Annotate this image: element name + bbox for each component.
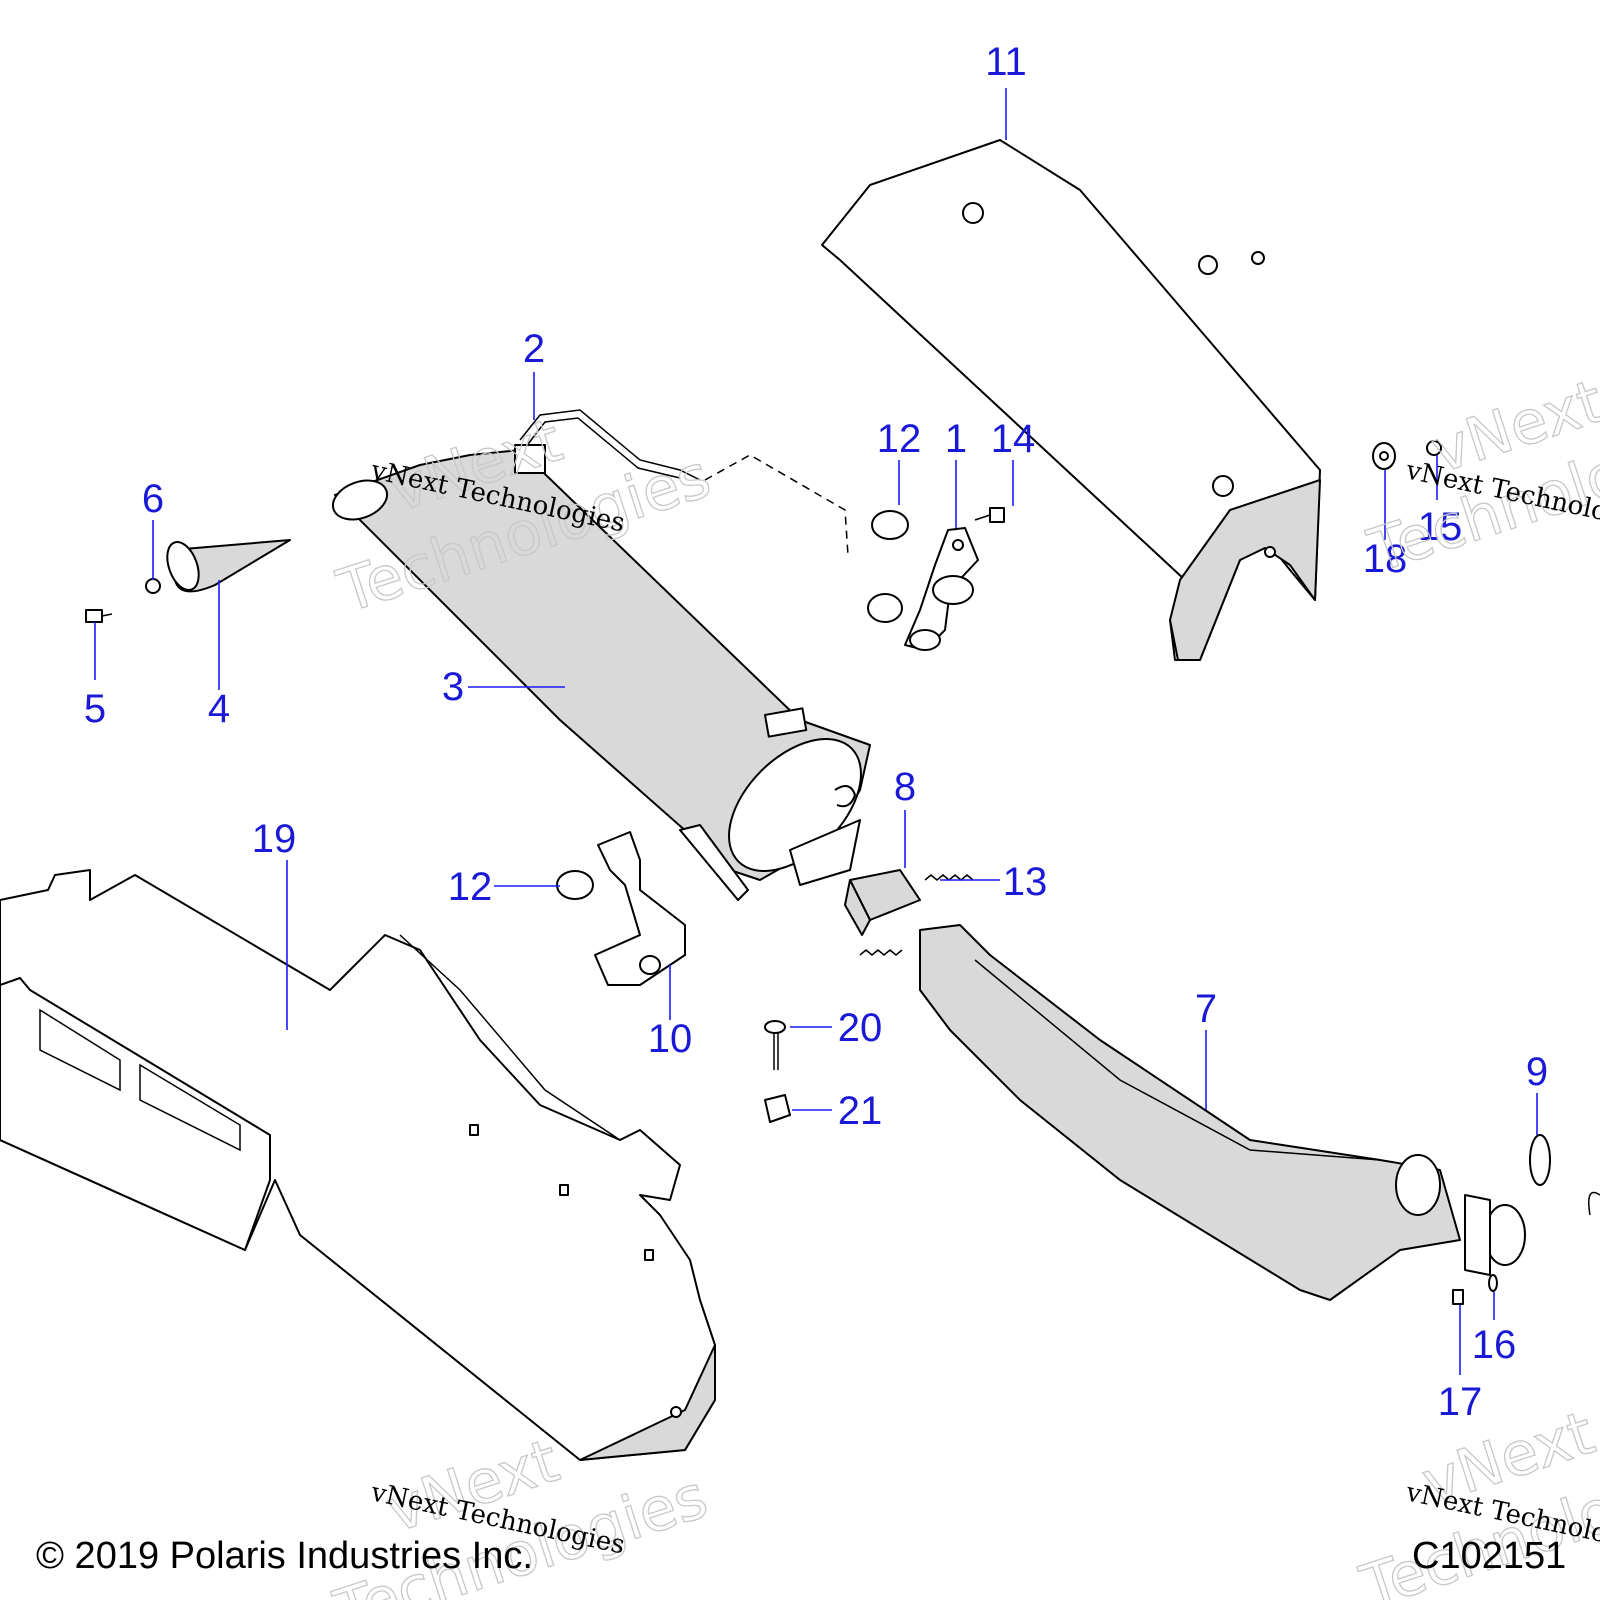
callout-20: 20 [838, 1006, 883, 1050]
callout-5: 5 [84, 687, 106, 731]
mount-bracket [867, 510, 979, 651]
heat-shield-lower [0, 869, 716, 1461]
nut-6 [145, 578, 161, 594]
heat-shield-upper [821, 139, 1321, 661]
callout-1: 1 [945, 417, 967, 461]
callout-9: 9 [1526, 1050, 1548, 1094]
callout-16: 16 [1472, 1323, 1517, 1367]
washer-16 [1488, 1274, 1498, 1292]
figure-id: C102151 [1412, 1535, 1566, 1577]
callout-18: 18 [1363, 537, 1408, 581]
callout-11: 11 [985, 40, 1027, 84]
muffler [331, 449, 871, 901]
callout-12-top: 12 [877, 417, 922, 461]
bolt-5 [85, 609, 113, 623]
hanger-rod [514, 409, 849, 556]
lower-bracket [556, 831, 686, 986]
exhaust-sleeve [844, 869, 921, 936]
nut-15 [1426, 440, 1442, 456]
gasket-9 [1529, 1134, 1600, 1216]
callout-8: 8 [894, 765, 916, 809]
callout-14: 14 [991, 417, 1036, 461]
bolt-20 [764, 1020, 786, 1070]
bolt-14 [974, 507, 1005, 523]
stud-17 [1452, 1289, 1464, 1305]
copyright-text: © 2019 Polaris Industries Inc. [36, 1535, 533, 1577]
callout-6: 6 [142, 477, 164, 521]
callout-15: 15 [1418, 505, 1463, 549]
washer-18 [1372, 442, 1396, 470]
callout-4: 4 [208, 687, 230, 731]
leader-lines [94, 88, 1538, 1375]
callout-3: 3 [442, 665, 464, 709]
callout-17: 17 [1438, 1380, 1483, 1424]
head-pipe [919, 924, 1526, 1301]
callouts: 11 2 3 4 5 6 12 1 14 18 15 12 10 8 13 7 … [84, 40, 1548, 1424]
callout-13: 13 [1003, 860, 1048, 904]
callout-2: 2 [523, 327, 545, 371]
callout-12-bottom: 12 [448, 865, 493, 909]
callout-21: 21 [838, 1089, 883, 1133]
callout-10: 10 [648, 1017, 693, 1061]
clip-21 [764, 1094, 791, 1123]
callout-7: 7 [1195, 987, 1217, 1031]
callout-19: 19 [252, 817, 297, 861]
spark-arrestor-tip [166, 539, 291, 593]
